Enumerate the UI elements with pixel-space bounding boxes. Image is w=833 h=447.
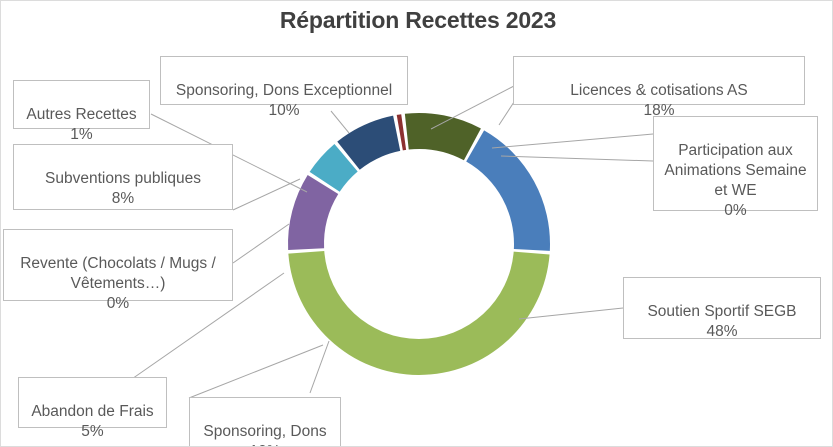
leader-line-licences-2	[498, 101, 515, 126]
callout-value: 10%	[195, 442, 335, 446]
callout-label: Autres Recettes	[26, 106, 137, 123]
callout-participation-animations: Participation aux Animations Semaine et …	[653, 116, 818, 219]
leader-line-soutien	[518, 307, 624, 320]
donut-slice[interactable]	[466, 130, 551, 251]
donut-slice[interactable]	[288, 174, 339, 250]
callout-label: Revente (Chocolats / Mugs / Vêtements…)	[20, 255, 216, 292]
leader-line-revente	[232, 223, 290, 264]
donut-slice[interactable]	[337, 115, 401, 170]
callout-abandon-de-frais: Abandon de Frais 5%	[18, 377, 167, 440]
donut-slice[interactable]	[309, 143, 358, 192]
callout-label: Licences & cotisations AS	[570, 82, 748, 99]
callout-value: 10%	[268, 102, 300, 119]
leader-line-subventions	[232, 178, 301, 211]
donut-slice[interactable]	[404, 113, 481, 161]
callout-value: 48%	[706, 323, 738, 340]
leader-line-sponsoring-dons	[309, 340, 330, 394]
leader-line-sponsoring-exceptionnel	[330, 110, 350, 134]
callout-soutien-sportif: Soutien Sportif SEGB 48%	[623, 277, 821, 340]
leader-line-participation-2	[500, 155, 654, 162]
callout-licences-cotisations: Licences & cotisations AS 18%	[513, 56, 805, 119]
callout-label: Abandon de Frais	[31, 403, 154, 420]
callout-value: 0%	[106, 295, 130, 312]
callout-sponsoring-dons-exceptionnel: Sponsoring, Dons Exceptionnel 10%	[160, 56, 408, 119]
leader-line-abandon	[128, 272, 285, 382]
callout-label: Soutien Sportif SEGB	[647, 303, 797, 320]
leader-line-participation	[491, 133, 654, 149]
callout-value: 18%	[643, 102, 675, 119]
callout-value: 8%	[111, 190, 135, 207]
callout-value: 0%	[724, 202, 747, 219]
callout-sponsoring-dons: Sponsoring, Dons 10%	[189, 397, 341, 446]
callout-revente: Revente (Chocolats / Mugs / Vêtements…) …	[3, 229, 233, 312]
callout-value: 1%	[70, 126, 93, 143]
donut-slice[interactable]	[288, 250, 550, 375]
callout-label: Sponsoring, Dons Exceptionnel	[175, 82, 393, 99]
callout-autres-recettes: Autres Recettes 1%	[13, 80, 150, 143]
callout-subventions-publiques: Subventions publiques 8%	[13, 144, 233, 210]
callout-label: Subventions publiques	[45, 170, 201, 187]
page-title: Répartition Recettes 2023	[279, 7, 557, 33]
callout-label: Sponsoring, Dons	[203, 423, 327, 440]
callout-label: Participation aux Animations Semaine et …	[664, 142, 807, 199]
leader-line-licences	[430, 85, 515, 130]
callout-value: 5%	[81, 423, 104, 440]
donut-slice[interactable]	[396, 114, 407, 151]
leader-line-sponsoring-dons-2	[188, 344, 324, 399]
